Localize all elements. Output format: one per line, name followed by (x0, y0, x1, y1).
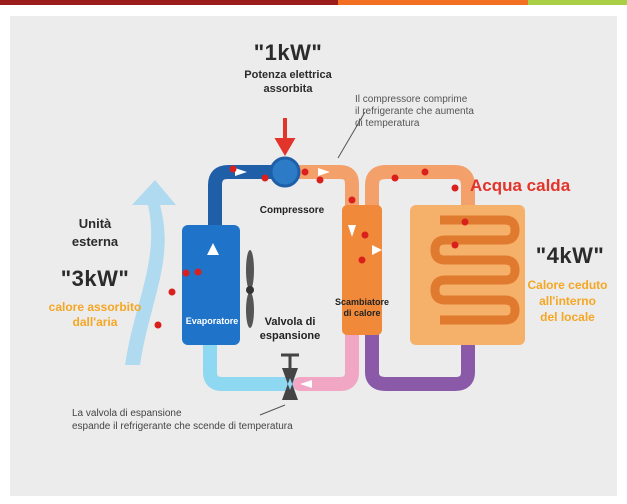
flow-arrow (318, 168, 330, 176)
refrigerant-dot (451, 241, 459, 249)
refrigerant-dot (301, 168, 309, 176)
refrigerant-dots (154, 165, 469, 329)
compressor-note-line2: il refrigerante che aumenta (355, 106, 474, 117)
indoor-heat-desc-line3: del locale (540, 310, 595, 324)
refrigerant-dot (316, 176, 324, 184)
indoor-heat-value: "4kW" (535, 243, 605, 268)
outdoor-unit-label-line2: esterna (71, 234, 119, 249)
hot-loop-return-pipe (293, 323, 359, 391)
top-accent-bar-orange (338, 0, 528, 5)
compressor-label: Compressore (259, 205, 325, 216)
indoor-heat-desc-line2: all'interno (539, 294, 596, 308)
water-loop-pipe (365, 165, 475, 212)
refrigerant-dot (361, 231, 369, 239)
valve-note-leader (259, 404, 286, 416)
refrigerant-dot (421, 168, 429, 176)
refrigerant-dot (461, 218, 469, 226)
outdoor-heat-desc-line2: dall'aria (72, 315, 118, 329)
fan-blade-bottom (246, 292, 254, 328)
power-label-line1: Potenza elettrica (244, 69, 332, 81)
valve-note-line2: espande il refrigerante che scende di te… (72, 421, 293, 432)
refrigerant-dot (182, 269, 190, 277)
evaporator-unit (182, 225, 240, 345)
exchanger-label-line1: Scambiatore (334, 297, 390, 307)
hot-loop-pipe (288, 165, 359, 217)
refrigerant-dot (229, 165, 237, 173)
outdoor-heat-value: "3kW" (60, 266, 130, 291)
refrigerant-dot (358, 256, 366, 264)
cold-loop-bottom-pipe (203, 313, 297, 391)
outdoor-air-arrow (125, 180, 176, 365)
top-accent-bar-green (528, 0, 627, 5)
exchanger-label-line2: di calore (343, 308, 381, 318)
valve-label-line2: espansione (259, 330, 321, 342)
flow-arrow (300, 380, 312, 388)
compressor-note-leader (337, 111, 366, 159)
flow-arrow (348, 225, 356, 237)
water-loop-bottom-pipe (365, 323, 475, 391)
expansion-valve (282, 368, 298, 400)
outdoor-heat-desc-line1: calore assorbito (48, 300, 142, 314)
refrigerant-dot (168, 288, 176, 296)
flow-arrow (207, 243, 219, 255)
compressor-note-line3: di temperatura (355, 118, 420, 129)
refrigerant-dot (261, 174, 269, 182)
refrigerant-dot (194, 268, 202, 276)
outdoor-unit-label-line1: Unità (78, 216, 112, 231)
power-input-arrow (274, 118, 296, 156)
top-accent-bar-red (0, 0, 338, 5)
heat-exchanger (342, 205, 382, 335)
power-label-line2: assorbita (263, 83, 313, 95)
indoor-heat-desc-line1: Calore ceduto (527, 278, 608, 292)
hot-water-label: Acqua calda (470, 176, 571, 195)
evaporator-label: Evaporatore (185, 316, 239, 326)
indoor-coil (430, 215, 520, 325)
flow-arrow (372, 245, 382, 255)
power-value: "1kW" (253, 40, 323, 65)
compressor (269, 156, 301, 188)
valve-note-line1: La valvola di espansione (72, 408, 182, 419)
fan-blade-top (246, 250, 254, 290)
refrigerant-dot (391, 174, 399, 182)
fan-hub (246, 286, 254, 294)
refrigerant-dot (348, 196, 356, 204)
flow-arrow (235, 168, 247, 176)
valve-label-line1: Valvola di (264, 316, 316, 328)
cold-loop-pipe (208, 165, 282, 237)
refrigerant-dot (451, 184, 459, 192)
refrigerant-dot (154, 321, 162, 329)
compressor-note-line1: Il compressore comprime (355, 94, 468, 105)
